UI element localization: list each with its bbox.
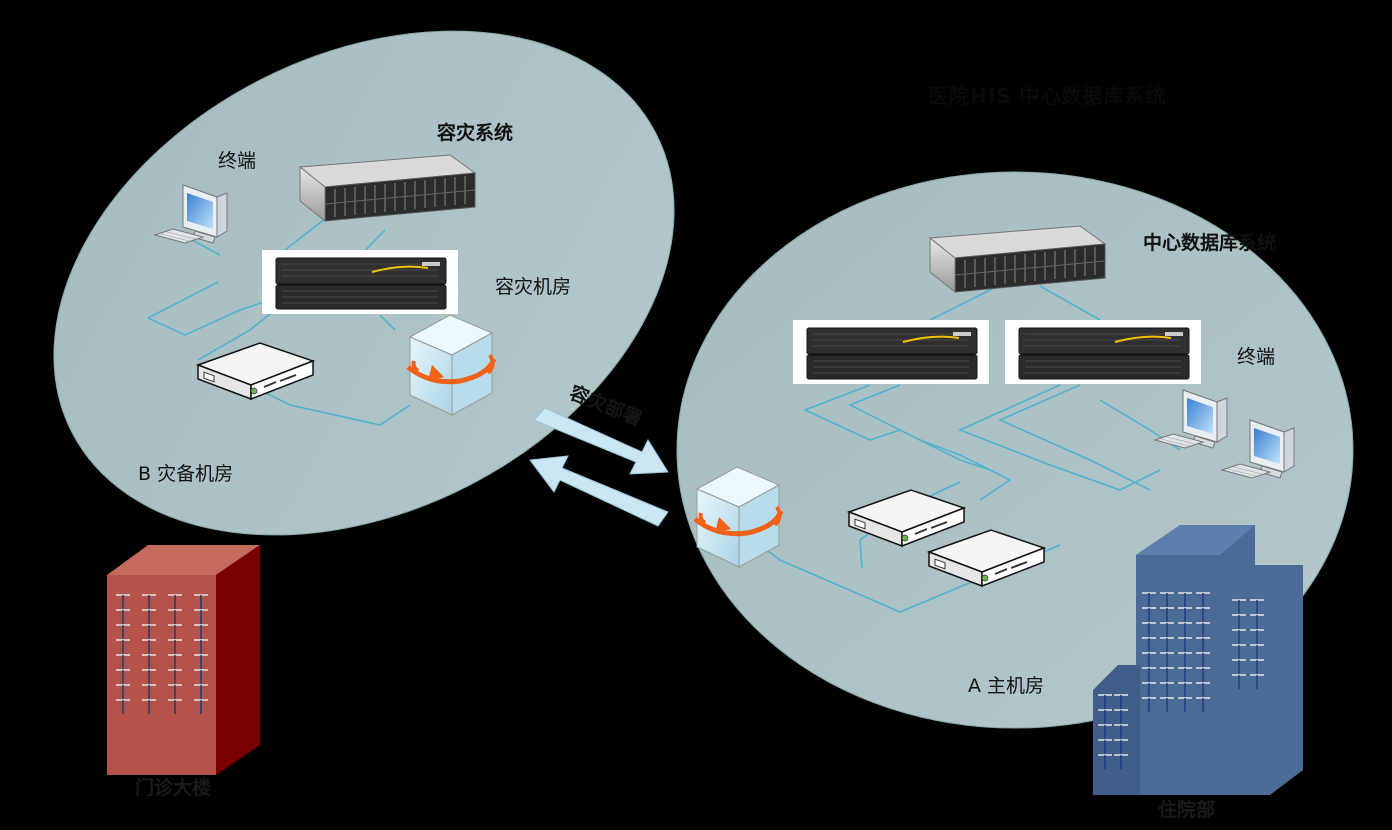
- outpatient-building: [107, 545, 260, 775]
- inpatient-label: 住院部: [1158, 799, 1216, 821]
- site-b-label: B 灾备机房: [138, 463, 234, 485]
- central-server-pair-2: [1004, 319, 1202, 385]
- central-db-label: 中心数据库系统: [1143, 232, 1277, 254]
- site-a-terminal-label: 终端: [1237, 346, 1276, 368]
- arrow-to-site-a: [533, 407, 669, 475]
- inpatient-building: [1093, 525, 1303, 795]
- site-a-label: A 主机房: [968, 675, 1045, 697]
- site-b-terminal-label: 终端: [218, 150, 257, 172]
- disaster-system-label: 容灾系统: [437, 122, 514, 144]
- arrow-to-site-b: [529, 455, 669, 527]
- central-server-pair-1: [792, 319, 990, 385]
- outpatient-label: 门诊大楼: [135, 777, 212, 799]
- replication-arrows: [529, 407, 669, 527]
- site-b-zone: [53, 30, 675, 536]
- disaster-room-label: 容灾机房: [495, 276, 572, 298]
- disaster-server-pair: [261, 249, 459, 315]
- diagram-title: 医院HIS 中心数据库系统: [928, 84, 1167, 108]
